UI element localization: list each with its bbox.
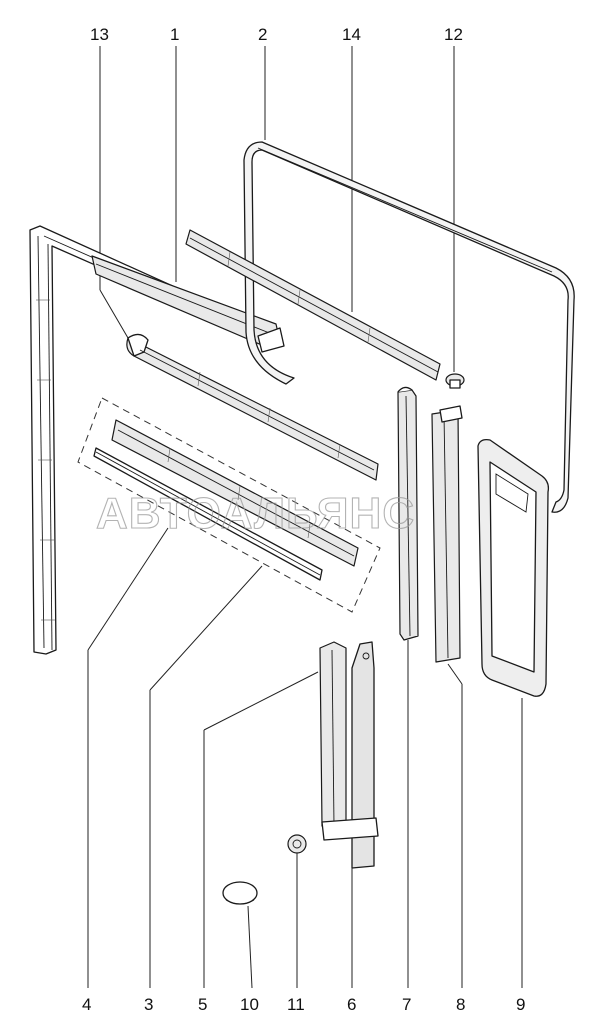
part-9-vent-frame [477,438,550,697]
leader-10 [247,905,253,989]
callout-13: 13 [90,25,109,44]
part-14-upper-strip [185,229,441,381]
leader-5a [203,671,319,731]
leader-3a [149,565,263,691]
callout-8: 8 [456,995,465,1014]
callout-7: 7 [402,995,411,1014]
part-13-glass-run [126,333,379,481]
callout-14: 14 [342,25,361,44]
callout-4: 4 [82,995,91,1014]
leader-13b [99,289,129,339]
part-2-glass-seal-loop [243,141,575,513]
part-7-vertical-channel [397,386,419,641]
callout-3: 3 [144,995,153,1014]
leader-4a [87,527,169,651]
part-12-clip [445,373,465,389]
part-3-upper-strip [111,419,359,567]
callout-5: 5 [198,995,207,1014]
part-3-lower-strip [93,447,323,581]
callout-6: 6 [347,995,356,1014]
callout-12: 12 [444,25,463,44]
part-8-guide-rail [431,405,463,663]
callout-9: 9 [516,995,525,1014]
part-6-lower-bracket [321,641,379,869]
part-10-cap [222,881,258,905]
part-5-lower-channel [319,641,347,833]
kit-dashed-outline [77,397,381,613]
part-11-grommet [287,834,307,854]
leader-8a [447,663,463,685]
watermark-text: АВТОАЛЬЯНС [96,489,415,538]
callout-1: 1 [170,25,179,44]
part-4-frame-seal [29,225,271,655]
callout-10: 10 [240,995,259,1014]
callout-2: 2 [258,25,267,44]
callout-11: 11 [287,995,305,1014]
